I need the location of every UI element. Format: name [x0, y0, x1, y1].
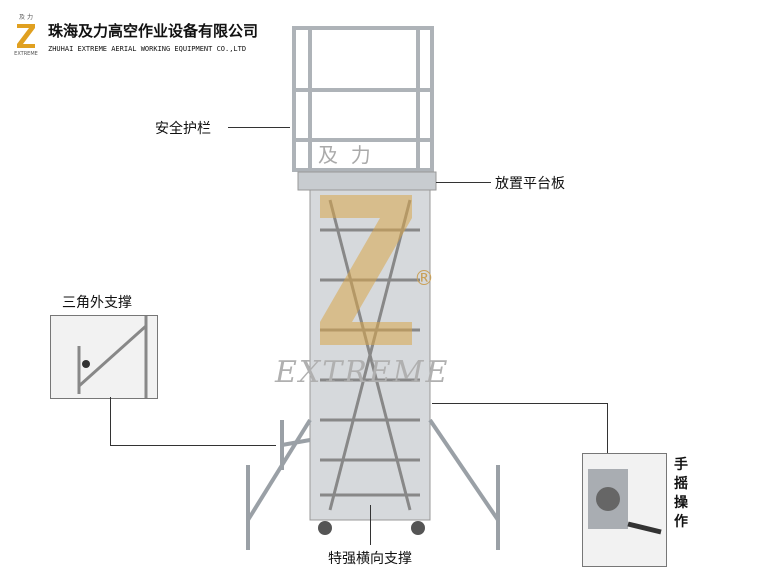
label-platform-board: 放置平台板	[495, 176, 565, 192]
label-lateral-brace: 特强横向支撑	[328, 551, 412, 567]
callout-line	[110, 445, 276, 446]
watermark-brand-en: EXTREME	[275, 355, 450, 390]
callout-line	[432, 403, 607, 404]
triangle-support-inset-photo	[50, 315, 158, 399]
registered-mark: ®	[414, 266, 434, 290]
logo-top-text: 及 力	[19, 14, 33, 21]
logo-z-icon	[17, 24, 35, 48]
callout-line	[370, 505, 371, 545]
watermark-brand-cn: 及 力	[318, 143, 371, 167]
callout-line	[607, 403, 608, 453]
company-logo: 及 力 EXTREME	[8, 14, 44, 58]
hand-crank-inset-photo	[582, 453, 667, 567]
company-name-en: ZHUHAI EXTREME AERIAL WORKING EQUIPMENT …	[48, 45, 247, 53]
label-guardrail: 安全护栏	[155, 121, 211, 137]
callout-line	[436, 182, 491, 183]
logo-bottom-text: EXTREME	[14, 51, 38, 57]
company-name-cn: 珠海及力高空作业设备有限公司	[48, 22, 259, 40]
label-hand-crank: 手摇操作	[674, 457, 688, 530]
callout-line	[228, 127, 290, 128]
label-triangle-support: 三角外支撑	[62, 295, 132, 311]
watermark-z-logo	[320, 195, 412, 345]
callout-line	[110, 397, 111, 445]
